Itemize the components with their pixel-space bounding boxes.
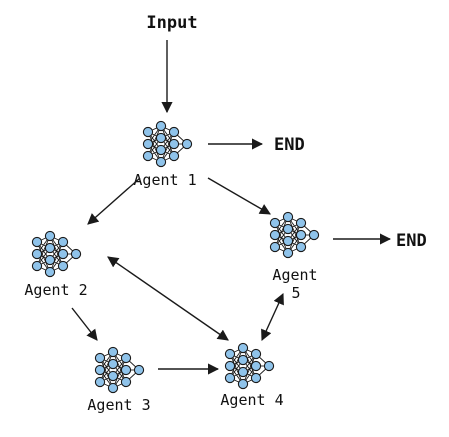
network-edge <box>287 222 302 254</box>
network-node <box>44 230 56 242</box>
network-node <box>155 144 167 156</box>
network-node <box>44 266 56 278</box>
neural-network-icon <box>224 342 275 390</box>
network-node <box>295 229 307 241</box>
agent1-label: Agent 1 <box>133 171 196 189</box>
network-node <box>250 348 262 360</box>
network-node <box>263 360 275 372</box>
network-node <box>224 372 236 384</box>
network-edge <box>274 216 289 248</box>
neural-network-icon <box>94 346 145 394</box>
network-node <box>70 248 82 260</box>
arrow-agent2-to-agent3 <box>71 307 98 341</box>
arrow-agent2-agent4-bidirectional <box>107 256 229 341</box>
network-node <box>168 138 180 150</box>
network-node <box>237 354 249 366</box>
network-edge <box>229 347 244 379</box>
network-node <box>181 138 193 150</box>
network-node <box>57 260 69 272</box>
network-node <box>282 235 294 247</box>
network-node <box>142 138 154 150</box>
network-node <box>224 360 236 372</box>
network-node <box>282 223 294 235</box>
network-node <box>250 372 262 384</box>
network-node <box>120 364 132 376</box>
arrow-agent1-to-agent2 <box>87 177 141 225</box>
network-node <box>269 217 281 229</box>
network-node <box>120 352 132 364</box>
network-node <box>237 342 249 354</box>
network-node <box>269 241 281 253</box>
network-node <box>44 254 56 266</box>
network-node <box>142 126 154 138</box>
network-node <box>31 248 43 260</box>
network-edge <box>112 357 127 389</box>
network-node <box>107 370 119 382</box>
network-node <box>295 217 307 229</box>
network-node <box>155 120 167 132</box>
network-node <box>237 366 249 378</box>
end-label-agent5: END <box>396 231 427 251</box>
end-label-agent1: END <box>274 135 305 155</box>
neural-network-icon <box>31 230 82 278</box>
neural-network-icon <box>142 120 193 168</box>
network-node <box>224 348 236 360</box>
network-edge <box>49 241 64 273</box>
network-edge <box>242 353 257 385</box>
network-node <box>107 358 119 370</box>
network-node <box>168 126 180 138</box>
network-edge <box>147 125 162 157</box>
network-node <box>250 360 262 372</box>
input-label: Input <box>146 13 197 33</box>
network-node <box>107 346 119 358</box>
network-node <box>155 132 167 144</box>
agent2-label: Agent 2 <box>24 281 87 299</box>
network-node <box>31 236 43 248</box>
network-node <box>133 364 145 376</box>
network-node <box>295 241 307 253</box>
network-edge <box>99 351 114 383</box>
network-node <box>155 156 167 168</box>
arrow-agent1-to-agent5 <box>207 177 271 215</box>
network-node <box>282 211 294 223</box>
agent5-label-line1: Agent <box>272 266 317 284</box>
network-node <box>237 378 249 390</box>
network-node <box>94 364 106 376</box>
network-node <box>269 229 281 241</box>
network-node <box>31 260 43 272</box>
network-node <box>44 242 56 254</box>
network-node <box>57 236 69 248</box>
network-node <box>94 352 106 364</box>
network-node <box>107 382 119 394</box>
network-node <box>282 247 294 259</box>
network-node <box>94 376 106 388</box>
network-node <box>142 150 154 162</box>
arrow-agent4-agent5-bidirectional <box>261 292 284 342</box>
network-node <box>168 150 180 162</box>
agent4-label: Agent 4 <box>220 391 283 409</box>
network-node <box>57 248 69 260</box>
neural-network-icon <box>269 211 320 259</box>
network-edge <box>36 235 51 267</box>
network-node <box>120 376 132 388</box>
network-node <box>308 229 320 241</box>
agent3-label: Agent 3 <box>87 396 150 414</box>
network-edge <box>160 131 175 163</box>
agent5-label-line2: 5 <box>291 284 300 302</box>
